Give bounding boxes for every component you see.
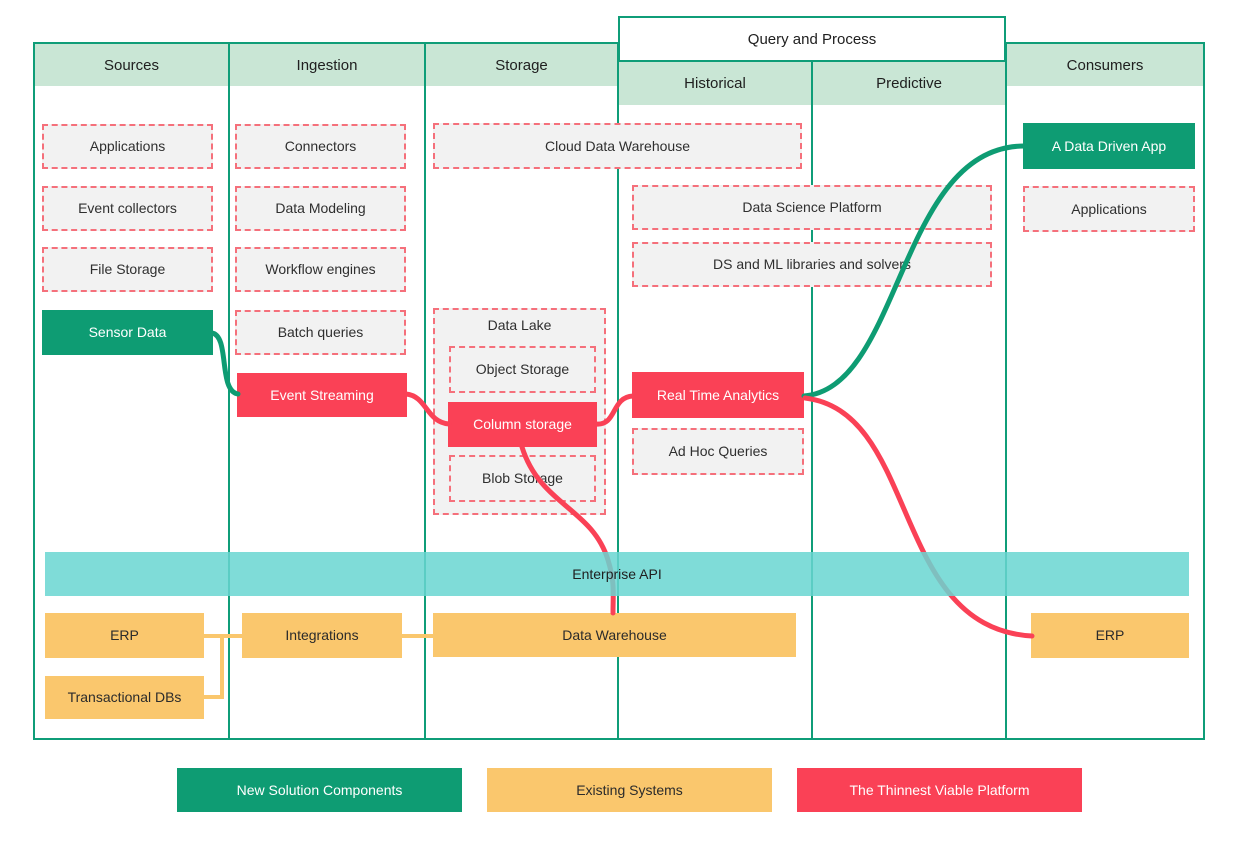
node-blob-storage: Blob Storage [449, 455, 596, 502]
node-cloud-data-warehouse: Cloud Data Warehouse [433, 123, 802, 169]
node-file-storage: File Storage [42, 247, 213, 292]
node-data-modeling: Data Modeling [235, 186, 406, 231]
data-lake-label: Data Lake [487, 317, 552, 333]
divider-ingestion-storage [424, 42, 426, 740]
node-batch-queries: Batch queries [235, 310, 406, 355]
divider-storage-historical [617, 42, 619, 740]
node-data-warehouse: Data Warehouse [433, 613, 796, 657]
node-workflow-engines: Workflow engines [235, 247, 406, 292]
node-a-data-driven-app: A Data Driven App [1023, 123, 1195, 169]
node-data-science-platform: Data Science Platform [632, 185, 992, 230]
node-applications-source: Applications [42, 124, 213, 169]
header-predictive: Predictive [813, 62, 1005, 105]
legend-existing-systems: Existing Systems [487, 768, 772, 812]
node-sensor-data: Sensor Data [42, 310, 213, 355]
node-column-storage: Column storage [448, 402, 597, 447]
node-real-time-analytics: Real Time Analytics [632, 372, 804, 418]
header-query-and-process: Query and Process [618, 16, 1006, 62]
header-consumers: Consumers [1007, 44, 1203, 86]
node-connectors: Connectors [235, 124, 406, 169]
enterprise-api-bar: Enterprise API [45, 552, 1189, 596]
header-historical: Historical [619, 62, 811, 105]
divider-predictive-consumers [1005, 42, 1007, 740]
node-erp-left: ERP [45, 613, 204, 658]
node-event-streaming: Event Streaming [237, 373, 407, 417]
legend-thinnest-viable-platform: The Thinnest Viable Platform [797, 768, 1082, 812]
node-applications-consumer: Applications [1023, 186, 1195, 232]
node-ad-hoc-queries: Ad Hoc Queries [632, 428, 804, 475]
header-ingestion: Ingestion [230, 44, 424, 86]
node-transactional-dbs: Transactional DBs [45, 676, 204, 719]
divider-sources-ingestion [228, 42, 230, 740]
node-ds-ml-libraries: DS and ML libraries and solvers [632, 242, 992, 287]
divider-historical-predictive [811, 62, 813, 740]
node-object-storage: Object Storage [449, 346, 596, 393]
legend-new-solution-components: New Solution Components [177, 768, 462, 812]
header-sources: Sources [35, 44, 228, 86]
node-integrations: Integrations [242, 613, 402, 658]
node-event-collectors: Event collectors [42, 186, 213, 231]
node-erp-right: ERP [1031, 613, 1189, 658]
header-storage: Storage [426, 44, 617, 86]
